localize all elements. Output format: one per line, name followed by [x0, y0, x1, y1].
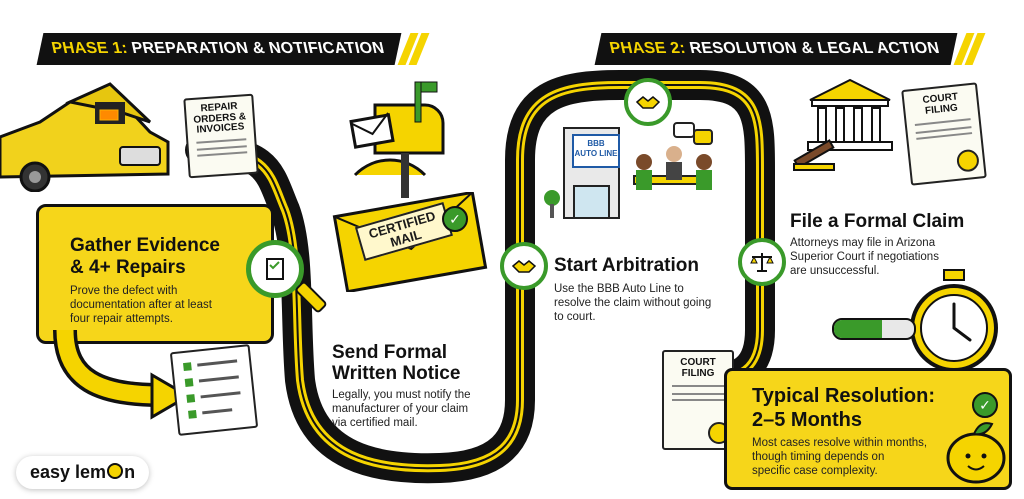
checklist-document [169, 344, 259, 436]
phase2-title: RESOLUTION & LEGAL ACTION [688, 40, 942, 57]
bbb-sign: BBB AUTO LINE [572, 134, 620, 168]
step1-text-line1: Prove the defect with [70, 285, 178, 297]
step5-title-line1: Typical Resolution: [752, 385, 935, 407]
step1-text-line2: documentation after at least [70, 299, 212, 311]
step1-title-line2: & 4+ Repairs [70, 257, 186, 278]
step5-text-line1: Most cases resolve within months, [752, 437, 928, 449]
brand-name-part2: n [124, 462, 136, 482]
car-engine-icon [0, 82, 170, 192]
court-filing-document: COURT FILING [901, 82, 987, 186]
bbb-sign-line1: BBB [587, 139, 605, 148]
check-icon: ✓ [442, 206, 468, 232]
step2-title-line1: Send Formal [332, 342, 448, 363]
handshake-icon [624, 78, 672, 126]
step5-text-line2: though timing depends on [752, 451, 885, 463]
stopwatch-icon [910, 269, 998, 372]
courthouse-gavel-icon [793, 78, 893, 171]
brand-lemon-o [107, 463, 124, 479]
phase2-label: PHASE 2: [608, 40, 688, 57]
scroll-title-1: COURT [680, 357, 716, 368]
step5-text-line3: specific case complexity. [752, 465, 878, 477]
step4-title: File a Formal Claim [790, 211, 965, 232]
step1-text-line3: four repair attempts. [70, 313, 173, 325]
phase1-banner: PHASE 1: PREPARATION & NOTIFICATION [36, 33, 430, 65]
road-inner-line [199, 84, 761, 470]
step3-text-line1: Use the BBB Auto Line to [554, 283, 684, 295]
bbb-building-icon [544, 122, 713, 219]
seal-icon [955, 148, 981, 173]
step5-title-line2: 2–5 Months [752, 409, 863, 431]
phase1-label: PHASE 1: [50, 40, 130, 57]
step2-text-line3: via certified mail. [332, 417, 418, 429]
mailbox-icon [349, 81, 445, 198]
step3-text-line3: to court. [554, 311, 596, 323]
step3-text-line2: resolve the claim without going [554, 297, 712, 309]
handshake-icon [500, 242, 548, 290]
repair-orders-document: REPAIR ORDERS & INVOICES [183, 93, 259, 179]
step4-text-line3: are unsuccessful. [790, 265, 880, 277]
repair-doc-title-3: INVOICES [196, 121, 245, 136]
step4-text-line1: Attorneys may file in Arizona [790, 237, 936, 249]
progress-bar [832, 318, 916, 340]
check-icon: ✓ [972, 392, 998, 418]
step4-text-line2: Superior Court if negotiations [790, 251, 939, 263]
phase1-title: PREPARATION & NOTIFICATION [130, 40, 387, 57]
scales-icon [738, 238, 786, 286]
brand-logo: easy lem n [16, 456, 150, 489]
step2-text-line2: manufacturer of your claim [332, 403, 469, 415]
progress-fill [834, 320, 882, 338]
magnifier-icon [246, 240, 304, 298]
brand-name-part1: easy lem [30, 462, 107, 482]
step3-title: Start Arbitration [554, 255, 699, 276]
scroll-title-2: FILING [681, 367, 715, 379]
arrow-curve-icon [53, 330, 190, 420]
phase2-banner: PHASE 2: RESOLUTION & LEGAL ACTION [594, 33, 985, 65]
step2-title-line2: Written Notice [332, 363, 461, 384]
step1-title-line1: Gather Evidence [70, 235, 220, 256]
bbb-sign-line2: AUTO LINE [574, 148, 618, 158]
lemon-mascot-icon [946, 422, 1006, 484]
step2-text-line1: Legally, you must notify the [332, 389, 471, 401]
